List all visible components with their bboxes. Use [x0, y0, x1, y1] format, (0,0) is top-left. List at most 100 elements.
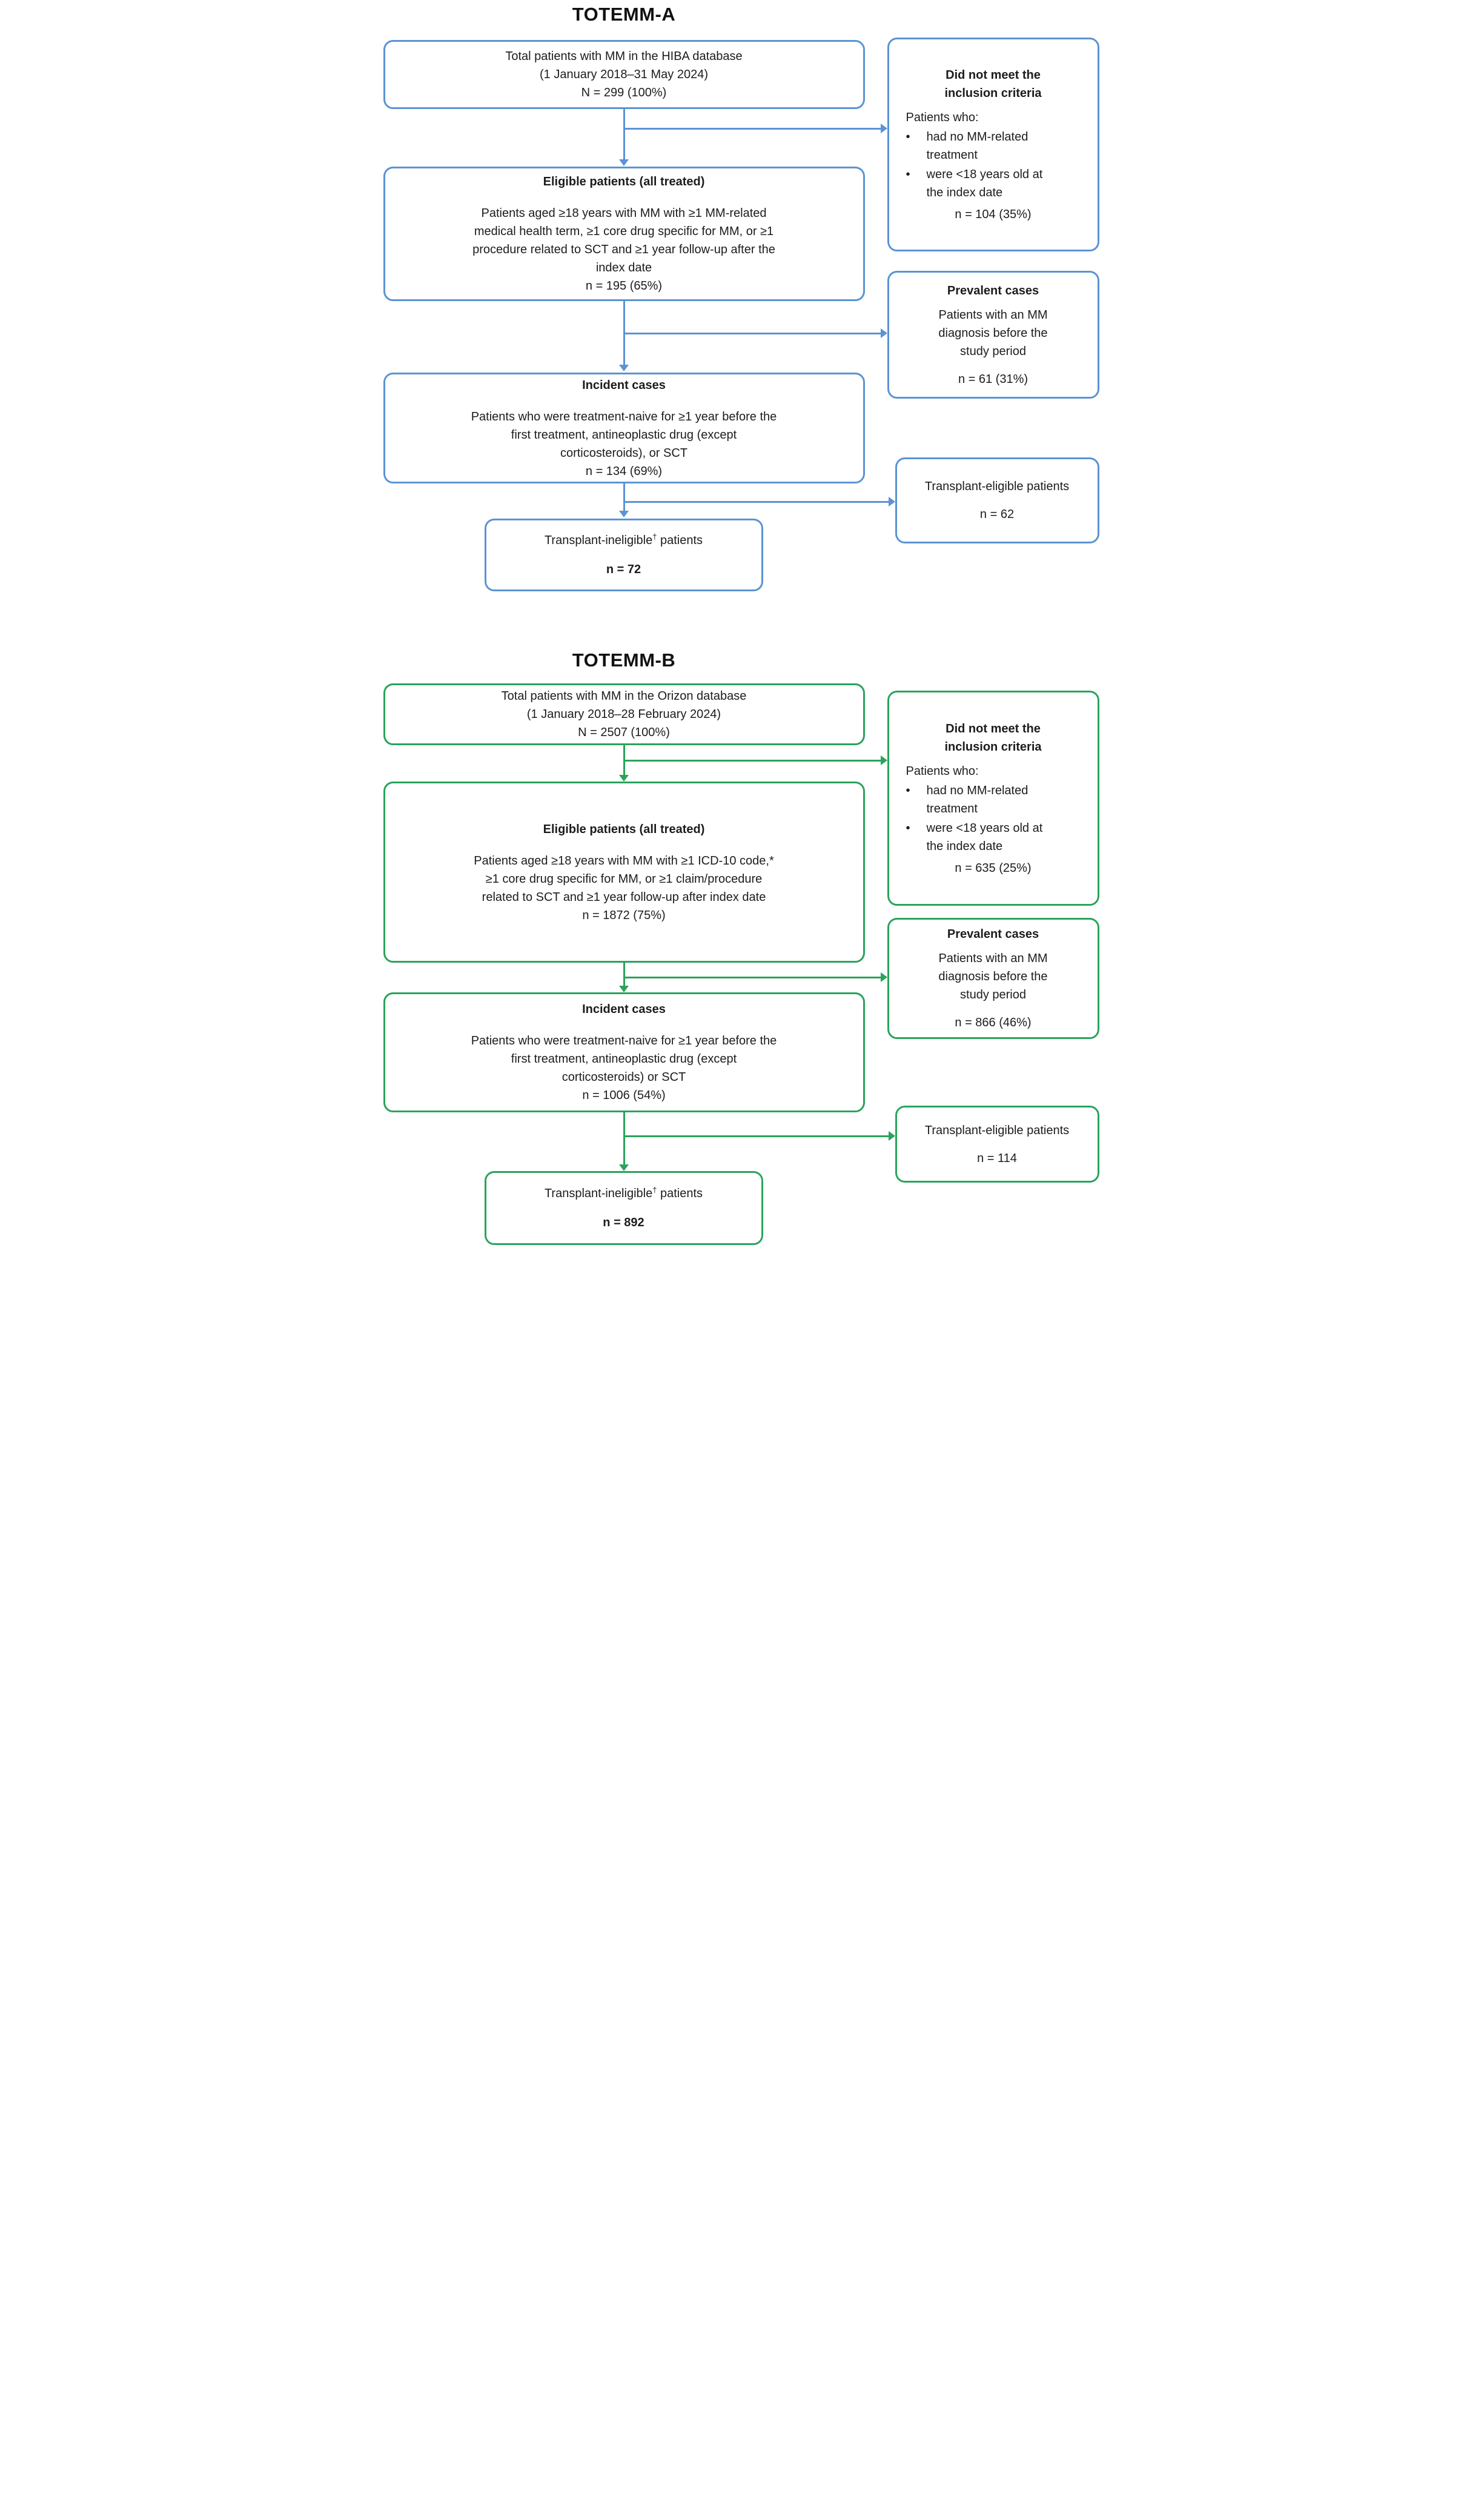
box-line: medical health term, ≥1 core drug specif…	[474, 225, 774, 238]
arrowhead-down-icon	[618, 159, 629, 166]
box-n-value: n = 195 (65%)	[585, 279, 663, 293]
box-label: Transplant-ineligible† patients	[545, 531, 703, 549]
box-n-value: n = 104 (35%)	[955, 207, 1032, 221]
box-line: Patients with an MM	[938, 308, 1048, 322]
dagger-superscript: †	[652, 532, 657, 542]
box-line: corticosteroids), or SCT	[560, 446, 688, 460]
bullet-item: • were <18 years old at the index date	[906, 819, 1051, 855]
arrowhead-down-icon	[618, 1164, 629, 1171]
eligible-box: Eligible patients (all treated) Patients…	[383, 167, 865, 301]
bullet-item: • had no MM-related treatment	[906, 128, 1051, 164]
box-n-value: n = 1872 (75%)	[582, 908, 666, 922]
box-n-value: n = 61 (31%)	[958, 372, 1029, 386]
dagger-superscript: †	[652, 1185, 657, 1195]
bullet-item: • had no MM-related treatment	[906, 782, 1051, 818]
box-heading: Incident cases	[582, 1003, 666, 1016]
box-n-value: n = 866 (46%)	[955, 1016, 1032, 1029]
box-label: Transplant-eligible patients	[924, 1123, 1070, 1137]
connector-line	[624, 760, 881, 762]
bullet-list: • had no MM-related treatment • were <18…	[898, 780, 1051, 855]
box-line: corticosteroids) or SCT	[561, 1071, 686, 1084]
exclusion-box: Did not meet the inclusion criteria Pati…	[887, 691, 1099, 906]
box-n-value: n = 1006 (54%)	[582, 1089, 666, 1102]
bullet-text: were <18 years old at the index date	[926, 167, 1043, 199]
box-n-value: n = 134 (69%)	[585, 464, 663, 478]
connector-line	[624, 501, 889, 503]
connector-line	[623, 483, 625, 511]
box-line: Total patients with MM in the HIBA datab…	[505, 50, 743, 63]
arrowhead-down-icon	[618, 986, 629, 992]
bullet-text: were <18 years old at the index date	[926, 821, 1043, 853]
box-line: Patients with an MM	[938, 952, 1048, 965]
source-box: Total patients with MM in the HIBA datab…	[383, 40, 865, 109]
box-heading: Did not meet the inclusion criteria	[944, 722, 1042, 754]
connector-line	[623, 301, 625, 365]
connector-line	[623, 963, 625, 986]
prevalent-box: Prevalent cases Patients with an MM diag…	[887, 271, 1099, 399]
box-heading: Incident cases	[582, 378, 666, 392]
transplant-ineligible-box: Transplant-ineligible† patients n = 892	[484, 1171, 763, 1245]
box-line: N = 2507 (100%)	[578, 726, 670, 739]
box-line: N = 299 (100%)	[581, 86, 667, 99]
transplant-ineligible-box: Transplant-ineligible† patients n = 72	[484, 519, 763, 591]
box-line: first treatment, antineoplastic drug (ex…	[511, 428, 737, 442]
box-line: ≥1 core drug specific for MM, or ≥1 clai…	[485, 872, 763, 886]
box-line: Patients aged ≥18 years with MM with ≥1 …	[474, 854, 774, 868]
box-line: first treatment, antineoplastic drug (ex…	[511, 1052, 737, 1066]
arrowhead-down-icon	[618, 775, 629, 782]
box-line: related to SCT and ≥1 year follow-up aft…	[482, 890, 766, 904]
connector-line	[624, 977, 881, 978]
patient-flow-diagram: TOTEMM-A Total patients with MM in the H…	[371, 0, 1113, 1255]
bullet-marker: •	[906, 821, 910, 835]
box-label: Transplant-eligible patients	[924, 480, 1070, 493]
box-label-suffix: patients	[657, 534, 703, 547]
connector-line	[623, 1112, 625, 1164]
panel-totemm-b: TOTEMM-B Total patients with MM in the O…	[371, 628, 1113, 1255]
box-line: procedure related to SCT and ≥1 year fol…	[472, 243, 775, 256]
box-intro: Patients who:	[906, 764, 979, 778]
box-heading: Prevalent cases	[947, 284, 1039, 297]
arrowhead-right-icon	[888, 497, 895, 506]
bullet-marker: •	[906, 130, 910, 144]
eligible-box: Eligible patients (all treated) Patients…	[383, 782, 865, 963]
box-n-value: n = 114	[977, 1151, 1017, 1165]
prevalent-box: Prevalent cases Patients with an MM diag…	[887, 918, 1099, 1039]
panel-title: TOTEMM-A	[572, 4, 676, 25]
box-intro: Patients who:	[906, 110, 979, 124]
bullet-text: had no MM-related treatment	[926, 130, 1029, 162]
box-line: diagnosis before the	[938, 970, 1048, 983]
box-n-value: n = 72	[606, 563, 641, 576]
box-line: Patients who were treatment-naive for ≥1…	[471, 410, 777, 423]
box-n-value: n = 892	[603, 1216, 644, 1229]
box-heading: Prevalent cases	[947, 928, 1039, 941]
transplant-eligible-box: Transplant-eligible patients n = 62	[895, 457, 1099, 543]
bullet-list: • had no MM-related treatment • were <18…	[898, 127, 1051, 202]
connector-line	[624, 1135, 889, 1137]
box-line: index date	[595, 261, 652, 274]
arrowhead-down-icon	[618, 511, 629, 517]
box-n-value: n = 62	[979, 508, 1015, 521]
connector-line	[623, 745, 625, 775]
connector-line	[624, 333, 881, 334]
incident-box: Incident cases Patients who were treatme…	[383, 992, 865, 1112]
bullet-marker: •	[906, 783, 910, 797]
box-line: Patients who were treatment-naive for ≥1…	[471, 1034, 777, 1047]
bullet-item: • were <18 years old at the index date	[906, 165, 1051, 202]
box-label: Transplant-ineligible† patients	[545, 1184, 703, 1203]
arrowhead-right-icon	[880, 972, 887, 982]
box-line: study period	[960, 988, 1026, 1001]
incident-box: Incident cases Patients who were treatme…	[383, 373, 865, 483]
box-label-text: Transplant-ineligible	[544, 1187, 653, 1200]
connector-line	[623, 109, 625, 160]
box-label-suffix: patients	[657, 1187, 703, 1200]
box-line: diagnosis before the	[938, 326, 1048, 340]
arrowhead-down-icon	[618, 365, 629, 371]
box-line: (1 January 2018–28 February 2024)	[526, 708, 721, 721]
bullet-text: had no MM-related treatment	[926, 783, 1029, 815]
box-line: Total patients with MM in the Orizon dat…	[501, 689, 747, 703]
box-heading: Eligible patients (all treated)	[543, 175, 705, 188]
arrowhead-right-icon	[880, 755, 887, 765]
transplant-eligible-box: Transplant-eligible patients n = 114	[895, 1106, 1099, 1183]
arrowhead-right-icon	[880, 328, 887, 338]
panel-title: TOTEMM-B	[572, 649, 676, 671]
